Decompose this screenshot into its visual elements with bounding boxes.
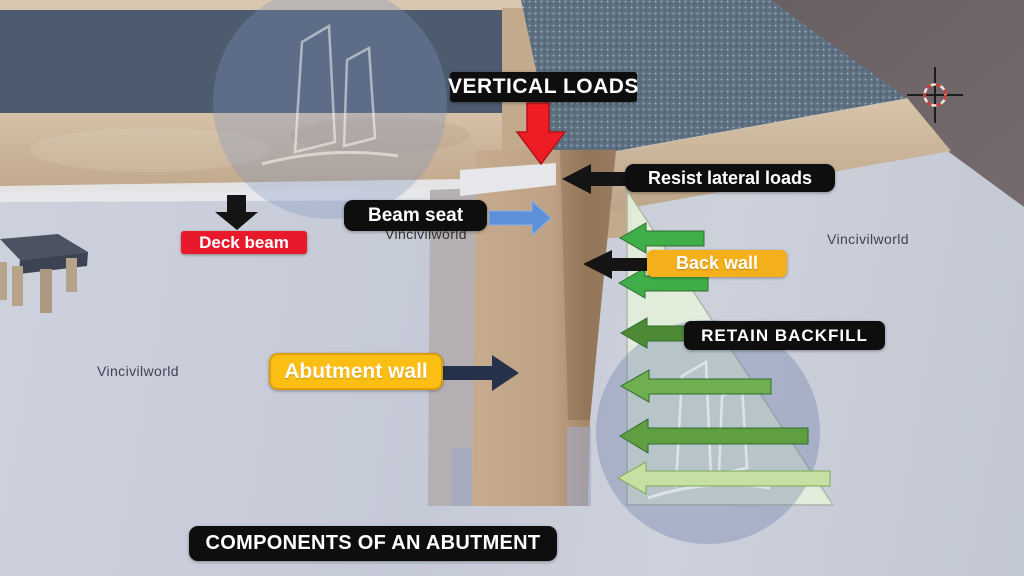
3d-cursor-icon: [907, 67, 963, 123]
beam-seat-label: Beam seat: [344, 200, 487, 231]
vertical-loads-label: VERTICAL LOADS: [448, 72, 638, 102]
deck-beam-label: Deck beam: [181, 231, 307, 254]
deck-beam-down-arrow-icon: [215, 195, 258, 230]
table-object: [0, 234, 88, 313]
pressure-arrow-icon: [618, 222, 705, 254]
abutment-stem-shade: [560, 150, 616, 420]
watermark-circle-top-left: [213, 0, 447, 219]
earth-pressure-arrows: [616, 222, 831, 495]
retain-backfill-label: RETAIN BACKFILL: [684, 321, 885, 350]
pressure-arrow-icon: [619, 369, 772, 403]
deck-left-fascia: [0, 113, 502, 192]
abutment-wall-right-arrow-icon: [443, 355, 519, 391]
deck-left-surface: [0, 10, 502, 115]
resist-lateral-loads-label: Resist lateral loads: [625, 164, 835, 192]
deck-left-parapet: [0, 0, 527, 10]
pressure-arrow-icon: [616, 461, 831, 495]
viewport-background: [770, 0, 1024, 207]
resist-left-arrow-icon: [562, 164, 629, 194]
pressure-arrow-icon: [619, 418, 809, 454]
deck-left-soffit: [0, 179, 462, 202]
watermark-text: Vincivilworld: [97, 363, 179, 379]
beam-seat-right-arrow-icon: [488, 199, 552, 237]
back-wall-label: Back wall: [647, 250, 787, 277]
deck-right-surface: [521, 0, 908, 163]
diagram-title-label: COMPONENTS OF AN ABUTMENT: [189, 526, 557, 561]
building-logo-icon: [261, 23, 399, 166]
abutment-wall-label: Abutment wall: [269, 353, 443, 390]
vertical-load-down-arrow-icon: [515, 102, 567, 166]
abutment-stem-side-strip: [428, 188, 478, 506]
abutment-stem: [472, 150, 616, 506]
back-wall-left-arrow-icon: [583, 250, 652, 279]
beam-seat-ledge: [460, 163, 556, 196]
watermark-text: Vincivilworld: [827, 231, 909, 247]
